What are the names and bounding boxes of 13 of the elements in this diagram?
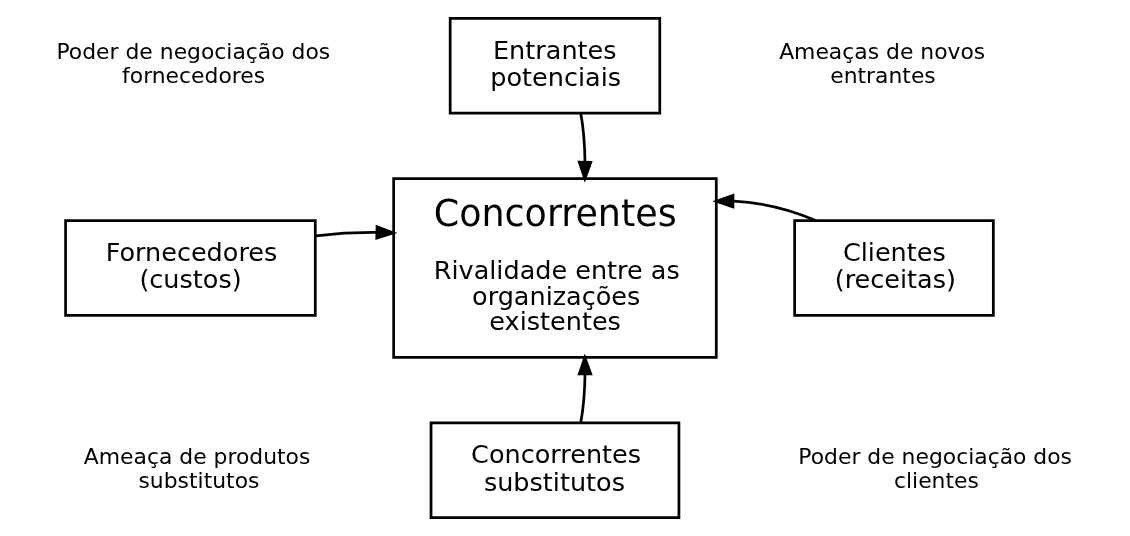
node-box: Concorrentes substitutos: [429, 421, 681, 520]
node-box: Concorrentes Rivalidade entre as organizações existentes: [392, 177, 718, 359]
arrow: [577, 353, 593, 423]
label: Ameaça de produtos substitutos: [83, 444, 311, 493]
node-box: Entrantes potenciais: [448, 16, 662, 115]
arrow: [577, 112, 593, 183]
label: Poder de negociação dos clientes: [798, 444, 1073, 493]
node-box: Fornecedores (custos): [64, 219, 317, 317]
node-box: Clientes (receitas): [793, 219, 995, 317]
label: Ameaças de novos entrantes: [779, 39, 986, 89]
arrow: [712, 193, 817, 222]
arrow: [315, 224, 398, 241]
label: Poder de negociação dos fornecedores: [56, 39, 331, 89]
